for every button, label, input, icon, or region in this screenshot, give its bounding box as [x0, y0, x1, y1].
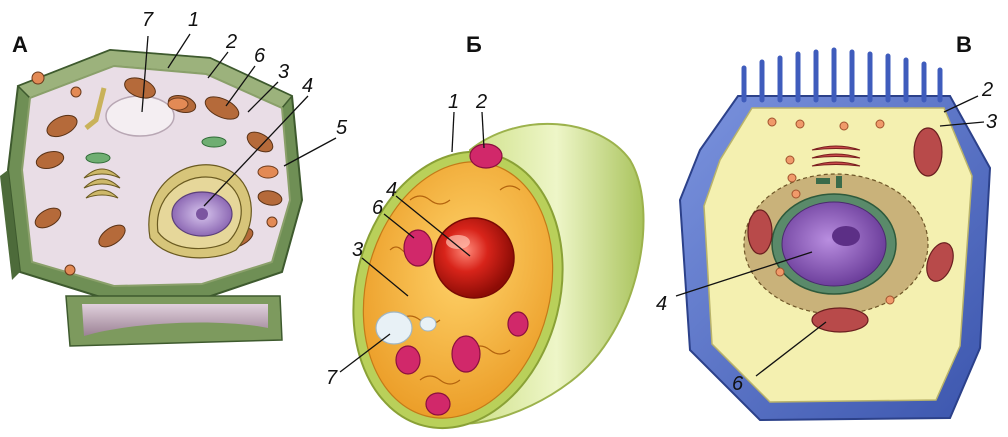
callout-b-1: 1	[448, 91, 459, 113]
callout-a-2: 2	[225, 31, 237, 53]
callout-a-4: 4	[302, 75, 313, 97]
callout-c-4: 4	[656, 293, 667, 315]
callout-c-6: 6	[732, 373, 744, 395]
callout-a-6: 6	[254, 45, 266, 67]
callout-c-2: 2	[981, 79, 993, 101]
callout-b-2: 2	[475, 91, 487, 113]
vacuole	[376, 312, 412, 344]
callout-c-3: 3	[986, 111, 997, 133]
callout-b-4: 4	[386, 179, 397, 201]
nucleus	[782, 202, 886, 286]
callout-a-1: 1	[188, 9, 199, 31]
callout-b-7: 7	[326, 367, 338, 389]
callout-a-5: 5	[336, 117, 348, 139]
callout-a-3: 3	[278, 61, 289, 83]
panel-a-plant-cell: А 7 1 2 6 3 4 5	[0, 9, 348, 346]
nucleolus	[832, 226, 860, 246]
panel-c-animal-cell: В 2 3 4 6	[656, 32, 997, 420]
callout-b-6: 6	[372, 197, 384, 219]
panel-letter-c: В	[956, 32, 972, 57]
nucleolus	[196, 208, 208, 220]
microvilli	[744, 50, 940, 100]
vacuole	[106, 96, 174, 136]
panel-letter-b: Б	[466, 32, 482, 57]
panel-b-fungal-cell: Б 1 2 4 6 3 7	[325, 32, 643, 437]
panel-letter-a: А	[12, 32, 28, 57]
nucleus	[434, 218, 514, 298]
callout-b-3: 3	[352, 239, 363, 261]
callout-a-7: 7	[142, 9, 154, 31]
vacuole-small	[420, 317, 436, 331]
